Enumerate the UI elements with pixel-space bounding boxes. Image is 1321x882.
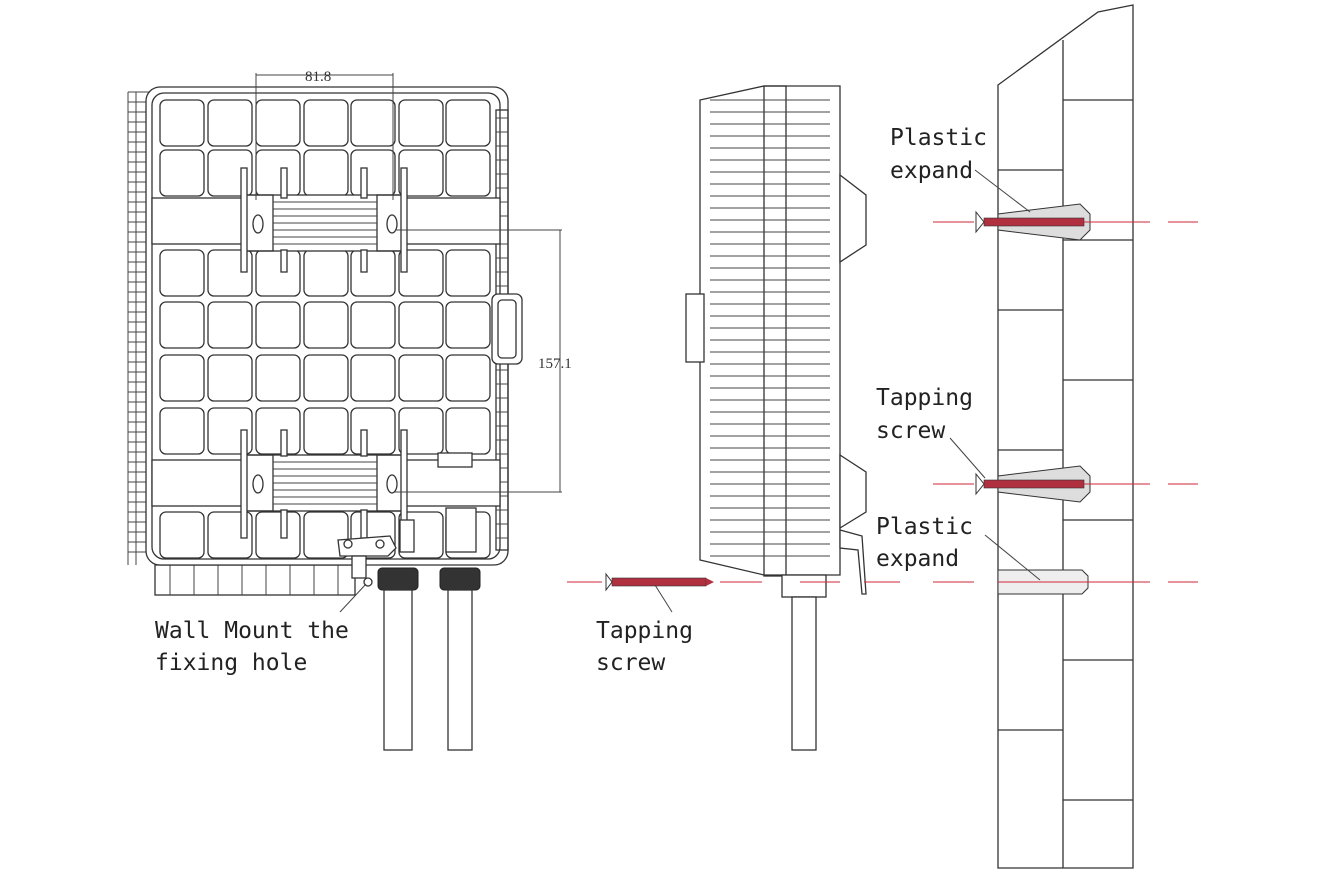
grid-cell [350, 354, 396, 402]
tapping-screw-wall-label: Tapping screw [876, 385, 987, 444]
wall-outline [997, 4, 1134, 869]
grid-cell [303, 301, 349, 349]
grid-cell [207, 249, 253, 297]
grid-cell [159, 511, 205, 559]
side-latch-left [685, 293, 705, 363]
wall-mount-label-line1: Wall Mount the [155, 618, 349, 644]
grid-cell [255, 511, 301, 559]
side-body-outline [699, 85, 841, 576]
grid-cell [445, 354, 491, 402]
grid-cell [398, 249, 444, 297]
grid-cell [350, 99, 396, 147]
grid-cell [398, 301, 444, 349]
grid-cell [303, 354, 349, 402]
lower-mounting-bracket [240, 429, 473, 539]
plastic-expand-bottom-label: Plastic expand [876, 514, 987, 572]
grid-cell [207, 301, 253, 349]
keyhole-lower-right [386, 474, 398, 494]
grid-cell [255, 301, 301, 349]
upper-mounting-bracket [240, 167, 408, 273]
grid-cell [207, 354, 253, 402]
width-dimension-value: 81.8 [305, 69, 331, 85]
grid-cell [398, 354, 444, 402]
front-view: 81.8 157.1 [127, 69, 572, 751]
grid-cell [445, 249, 491, 297]
plastic-expand-bottom-assembly [933, 534, 1198, 595]
tapping-screw-side-label-line2: screw [596, 650, 665, 676]
tapping-screw-wall-leader [949, 437, 986, 479]
side-cable [791, 596, 817, 751]
grid-cell [207, 99, 253, 147]
width-dimension: 81.8 [255, 69, 394, 200]
grid-cell [303, 99, 349, 147]
grid-cell [350, 301, 396, 349]
tapping-screw-wall-assembly [933, 437, 1198, 503]
grid-cell [207, 407, 253, 455]
bottom-skirt [154, 564, 356, 596]
tapping-screw-side-label-line1: Tapping [596, 618, 693, 644]
grid-cell [159, 249, 205, 297]
grid-cell [398, 511, 444, 559]
grid-cell [255, 407, 301, 455]
height-dimension-value: 157.1 [538, 356, 572, 372]
plastic-expand-top-label-line2: expand [890, 158, 973, 184]
grid-cell [207, 149, 253, 197]
plastic-expand-top-assembly [933, 169, 1198, 241]
wall-section [997, 4, 1134, 869]
grid-cell [159, 301, 205, 349]
grid-cell [159, 354, 205, 402]
tapping-screw-side [567, 572, 900, 613]
grid-cell [350, 511, 396, 559]
grid-cell [398, 149, 444, 197]
grid-cell [159, 149, 205, 197]
cable-gland-right [439, 567, 481, 751]
plastic-expand-bottom-leader [984, 534, 1041, 581]
plastic-expand-top-label-line1: Plastic [890, 125, 987, 151]
grid-cell [445, 301, 491, 349]
keyhole-lower-left [252, 474, 264, 494]
plastic-expand-bottom-label-line2: expand [876, 546, 959, 572]
side-clip-lower [839, 453, 867, 530]
plastic-expand-top-leader [974, 169, 1031, 213]
keyhole-upper-left [252, 214, 264, 234]
keyhole-upper-right [386, 214, 398, 234]
tapping-screw-wall-label-line2: screw [876, 418, 945, 444]
cable-gland-left [377, 567, 419, 751]
height-dimension: 157.1 [395, 229, 572, 493]
tapping-screw-side-label: Tapping screw [596, 618, 707, 676]
grid-cell [159, 99, 205, 147]
side-clip-upper [839, 173, 867, 264]
tapping-screw-wall-label-line1: Tapping [876, 385, 973, 411]
grid-cell [159, 407, 205, 455]
grid-cell [398, 407, 444, 455]
grid-cell [255, 354, 301, 402]
grid-cell [303, 511, 349, 559]
plastic-expand-top-label: Plastic expand [890, 125, 1001, 184]
grid-cell [207, 511, 253, 559]
wall-mount-label: Wall Mount the fixing hole [155, 618, 363, 676]
grid-cell [303, 407, 349, 455]
grid-cell [350, 407, 396, 455]
grid-cell [445, 99, 491, 147]
right-latch [491, 293, 523, 365]
grid-cell [445, 149, 491, 197]
tapping-screw-side-leader [654, 584, 673, 613]
wall-mount-label-line2: fixing hole [155, 650, 307, 676]
plastic-expand-bottom-label-line1: Plastic [876, 514, 973, 540]
grid-cell [398, 99, 444, 147]
wall-mount-fixing-tab [337, 535, 397, 587]
fixing-hole-leader [339, 583, 367, 613]
side-view [685, 85, 867, 751]
